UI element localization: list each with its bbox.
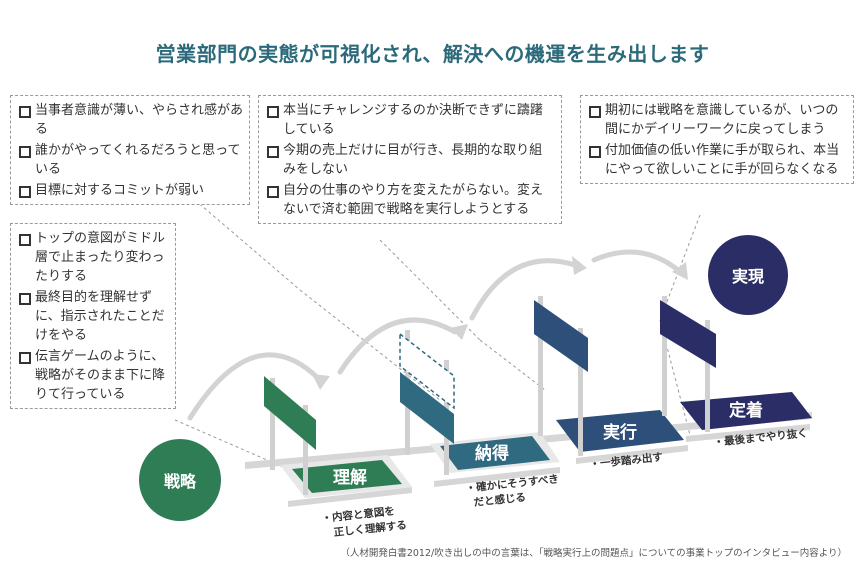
callout-item: 最終目的を理解せずに、指示されたことだけをやる: [19, 288, 169, 345]
jump-arcs: [187, 249, 681, 421]
source-footnote: （人材開発白書2012/吹き出しの中の言葉は、「戦略実行上の問題点」についての事…: [340, 548, 847, 559]
hurdle-board: [264, 376, 316, 450]
hurdle-post: [705, 320, 710, 432]
hurdle-post: [303, 405, 308, 495]
checkbox-icon: [589, 146, 601, 158]
checkbox-icon: [267, 106, 279, 118]
hurdle-board: [660, 300, 716, 368]
checkbox-icon: [19, 106, 31, 118]
page-title: 営業部門の実態が可視化され、解決への機運を生み出します: [155, 42, 710, 66]
arrow-head-icon: [312, 374, 330, 390]
track-bar: [686, 424, 810, 442]
stage-2-plate: [440, 436, 550, 470]
goal-label: 実現: [732, 267, 764, 286]
hurdle-post: [578, 328, 583, 456]
track-bar: [288, 487, 412, 507]
checkbox-icon: [19, 293, 31, 305]
track-bar: [576, 445, 688, 464]
jump-arc: [187, 352, 323, 421]
checkbox-icon: [267, 186, 279, 198]
checkbox-icon: [267, 146, 279, 158]
callout-item: 本当にチャレンジするのか決断できずに躊躇している: [267, 101, 555, 139]
stage-label-execute: 実行: [603, 422, 637, 443]
arrow-head-icon: [572, 256, 587, 275]
hurdle-1: [264, 376, 316, 495]
goal-circle: [708, 235, 788, 315]
stage-4-plate: [680, 392, 812, 430]
hurdle-board: [400, 372, 454, 444]
hurdle-post: [270, 378, 275, 470]
checkbox-icon: [19, 352, 31, 364]
callout-hesitation: 本当にチャレンジするのか決断できずに躊躇している 今期の売上だけに目が行き、長期…: [258, 95, 562, 224]
callout-item: 期初には戦略を意識しているが、いつの間にかデイリーワークに戻ってしまう: [589, 101, 847, 139]
hurdle-3: [534, 296, 588, 456]
callout-item: 目標に対するコミットが弱い: [19, 181, 243, 200]
callout-item: 当事者意識が薄い、やらされ感がある: [19, 101, 243, 139]
callout-ownership: 当事者意識が薄い、やらされ感がある 誰かがやってくれるだろうと思っている 目標に…: [10, 95, 250, 205]
stage-label-understand: 理解: [333, 467, 367, 488]
connector-line: [194, 199, 301, 291]
callout-item: 付加価値の低い作業に手が取られ、本当にやって欲しいことに手が回らなくなる: [589, 141, 847, 179]
callout-item: 伝言ゲームのように、戦略がそのまま下に降りて行っている: [19, 347, 169, 404]
hurdle-board-previous: [399, 332, 455, 410]
checkbox-icon: [589, 106, 601, 118]
strategy-label: 戦略: [164, 472, 197, 491]
callout-communication: トップの意図がミドル層で止まったり変わったりする 最終目的を理解せずに、指示され…: [10, 223, 176, 409]
stage-note-agree-2: だと感じる: [473, 491, 527, 509]
hurdle-post: [538, 296, 543, 436]
callout-daily-work: 期初には戦略を意識しているが、いつの間にかデイリーワークに戻ってしまう 付加価値…: [580, 95, 854, 184]
arrow-head-icon: [450, 324, 468, 340]
jump-arc: [591, 249, 681, 273]
stage-3-plate: [556, 410, 684, 452]
arrow-head-icon: [672, 262, 688, 280]
callout-item: トップの意図がミドル層で止まったり変わったりする: [19, 229, 169, 286]
track-bar: [434, 467, 560, 487]
stage-1-plate: [292, 460, 402, 493]
callout-item: 誰かがやってくれるだろうと思っている: [19, 141, 243, 179]
stage-label-agree: 納得: [475, 443, 509, 464]
hurdle-2: [399, 330, 455, 475]
jump-arc: [469, 258, 578, 321]
checkbox-icon: [19, 234, 31, 246]
callout-item: 自分の仕事のやり方を変えたがらない。変えないで済む範囲で戦略を実行しようとする: [267, 181, 555, 219]
hurdle-post: [662, 296, 667, 416]
checkbox-icon: [19, 146, 31, 158]
hurdle-board: [534, 300, 588, 372]
callout-item: 今期の売上だけに目が行き、長期的な取り組みをしない: [267, 141, 555, 179]
stage-label-establish: 定着: [729, 400, 763, 421]
connector-line: [479, 339, 546, 391]
checkbox-icon: [19, 186, 31, 198]
jump-arrowheads: [312, 256, 688, 390]
hurdle-4: [660, 296, 716, 432]
strategy-circle: [139, 439, 221, 521]
jump-arc: [337, 317, 458, 375]
